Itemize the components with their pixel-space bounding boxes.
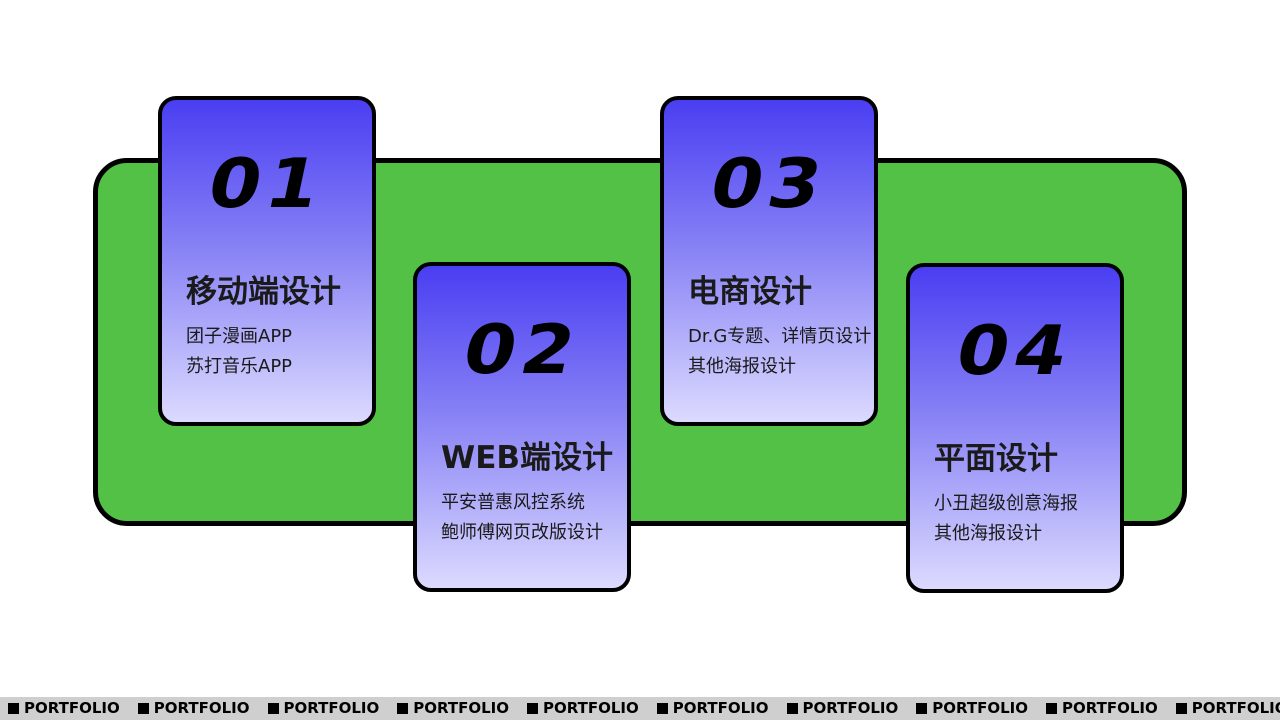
ticker-label: PORTFOLIO	[802, 699, 899, 717]
square-bullet-icon	[397, 703, 409, 714]
category-card-graphic[interactable]: 04 平面设计 小丑超级创意海报 其他海报设计	[906, 263, 1124, 593]
ticker-item: PORTFOLIO	[1168, 697, 1280, 720]
card-title: 电商设计	[688, 274, 812, 310]
card-project-item: 其他海报设计	[688, 356, 796, 377]
card-title: 移动端设计	[186, 274, 341, 310]
ticker-label: PORTFOLIO	[24, 699, 120, 717]
ticker-item: PORTFOLIO	[260, 697, 380, 720]
category-card-web[interactable]: 02 WEB端设计 平安普惠风控系统 鲍师傅网页改版设计	[413, 262, 631, 592]
card-project-list: 小丑超级创意海报 其他海报设计	[934, 489, 1114, 549]
ticker-item: PORTFOLIO	[1038, 697, 1158, 720]
card-project-item: 苏打音乐APP	[186, 356, 293, 377]
card-project-item: 小丑超级创意海报	[934, 493, 1078, 514]
ticker-label: PORTFOLIO	[1062, 699, 1158, 717]
card-number: 01	[201, 144, 333, 224]
ticker-item: PORTFOLIO	[130, 697, 250, 720]
ticker-label: PORTFOLIO	[283, 699, 380, 717]
card-project-list: 平安普惠风控系统 鲍师傅网页改版设计	[441, 488, 621, 548]
square-bullet-icon	[137, 703, 149, 714]
ticker-item: PORTFOLIO	[908, 697, 1028, 720]
square-bullet-icon	[267, 703, 279, 714]
card-title: 平面设计	[934, 441, 1058, 477]
category-card-ecommerce[interactable]: 03 电商设计 Dr.G专题、详情页设计 其他海报设计	[660, 96, 878, 426]
square-bullet-icon	[527, 703, 538, 714]
ticker-item: PORTFOLIO	[389, 697, 509, 720]
card-project-item: 团子漫画APP	[186, 326, 293, 347]
card-project-item: 平安普惠风控系统	[441, 492, 585, 513]
ticker-label: PORTFOLIO	[1191, 699, 1280, 717]
card-project-item: Dr.G专题、详情页设计	[688, 326, 872, 347]
card-project-list: 团子漫画APP 苏打音乐APP	[186, 322, 366, 382]
square-bullet-icon	[656, 703, 668, 714]
card-project-item: 鲍师傅网页改版设计	[441, 522, 603, 543]
ticker-item: PORTFOLIO	[779, 697, 899, 720]
ticker-label: PORTFOLIO	[413, 699, 509, 717]
ticker-item: PORTFOLIO	[0, 697, 120, 720]
ticker-item: PORTFOLIO	[649, 697, 769, 720]
card-number: 03	[703, 144, 835, 224]
card-title: WEB端设计	[441, 440, 613, 476]
square-bullet-icon	[1046, 703, 1057, 714]
square-bullet-icon	[786, 703, 798, 714]
category-card-mobile[interactable]: 01 移动端设计 团子漫画APP 苏打音乐APP	[158, 96, 376, 426]
card-number: 02	[456, 310, 588, 390]
ticker-label: PORTFOLIO	[153, 699, 250, 717]
square-bullet-icon	[8, 703, 19, 714]
ticker-label: PORTFOLIO	[543, 699, 639, 717]
card-project-item: 其他海报设计	[934, 523, 1042, 544]
ticker-label: PORTFOLIO	[932, 699, 1028, 717]
ticker-label: PORTFOLIO	[672, 699, 769, 717]
ticker-item: PORTFOLIO	[519, 697, 639, 720]
portfolio-ticker-bar: PORTFOLIO PORTFOLIO PORTFOLIO PORTFOLIO PORT…	[0, 697, 1280, 720]
square-bullet-icon	[916, 703, 928, 714]
card-project-list: Dr.G专题、详情页设计 其他海报设计	[688, 322, 872, 382]
card-number: 04	[949, 311, 1081, 391]
square-bullet-icon	[1175, 703, 1187, 714]
